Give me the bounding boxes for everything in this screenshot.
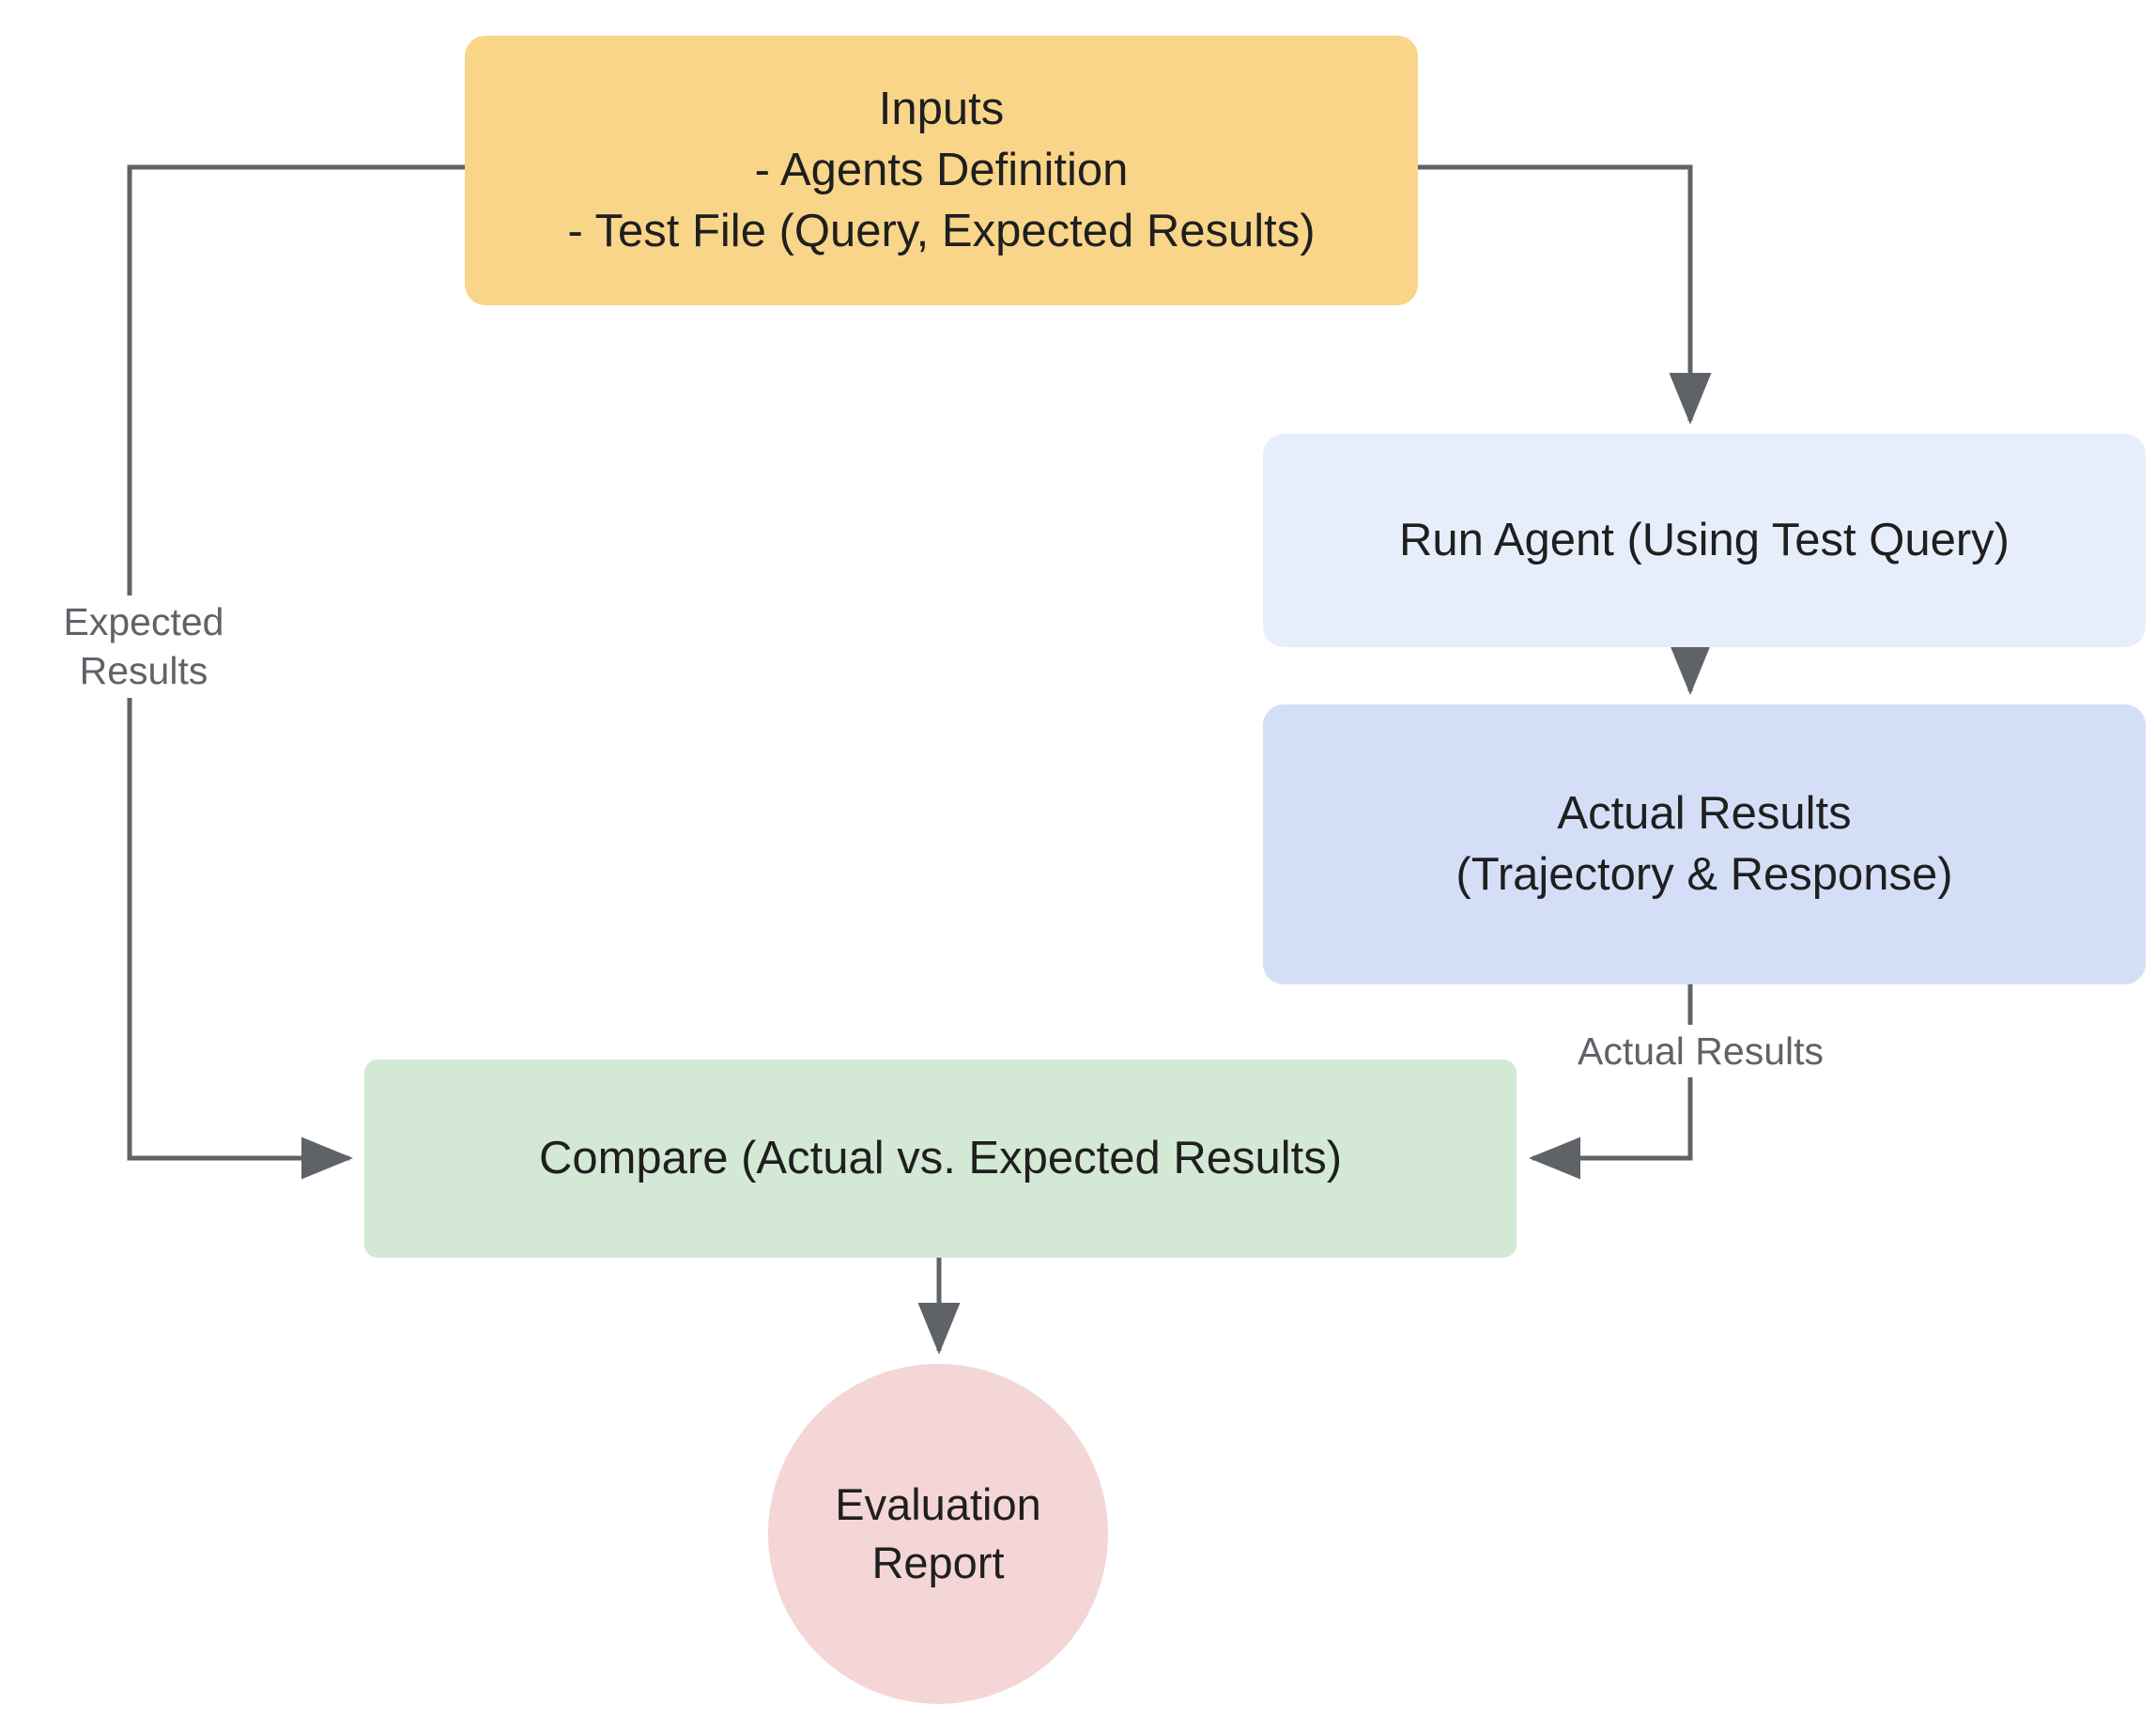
node-compare-label: Compare (Actual vs. Expected Results) (538, 1133, 1343, 1184)
node-run-agent-label: Run Agent (Using Test Query) (1398, 515, 2010, 566)
node-run-agent[interactable]: Run Agent (Using Test Query) (1263, 434, 2146, 647)
node-inputs[interactable]: Inputs - Agents Definition - Test File (… (465, 36, 1418, 305)
edge-label-actual-results: Actual Results (1570, 1025, 1831, 1078)
edge-inputs-to-run-agent (1418, 164, 1712, 425)
node-inputs-label: Inputs - Agents Definition - Test File (… (567, 84, 1316, 256)
node-evaluation-report[interactable]: Evaluation Report (768, 1364, 1108, 1704)
edge-label-expected-results: Expected Results (26, 596, 261, 698)
node-actual-results[interactable]: Actual Results (Trajectory & Response) (1263, 704, 2146, 984)
node-actual-results-label: Actual Results (Trajectory & Response) (1455, 788, 1953, 900)
node-evaluation-report-label: Evaluation Report (835, 1478, 1041, 1587)
node-compare[interactable]: Compare (Actual vs. Expected Results) (364, 1060, 1517, 1258)
